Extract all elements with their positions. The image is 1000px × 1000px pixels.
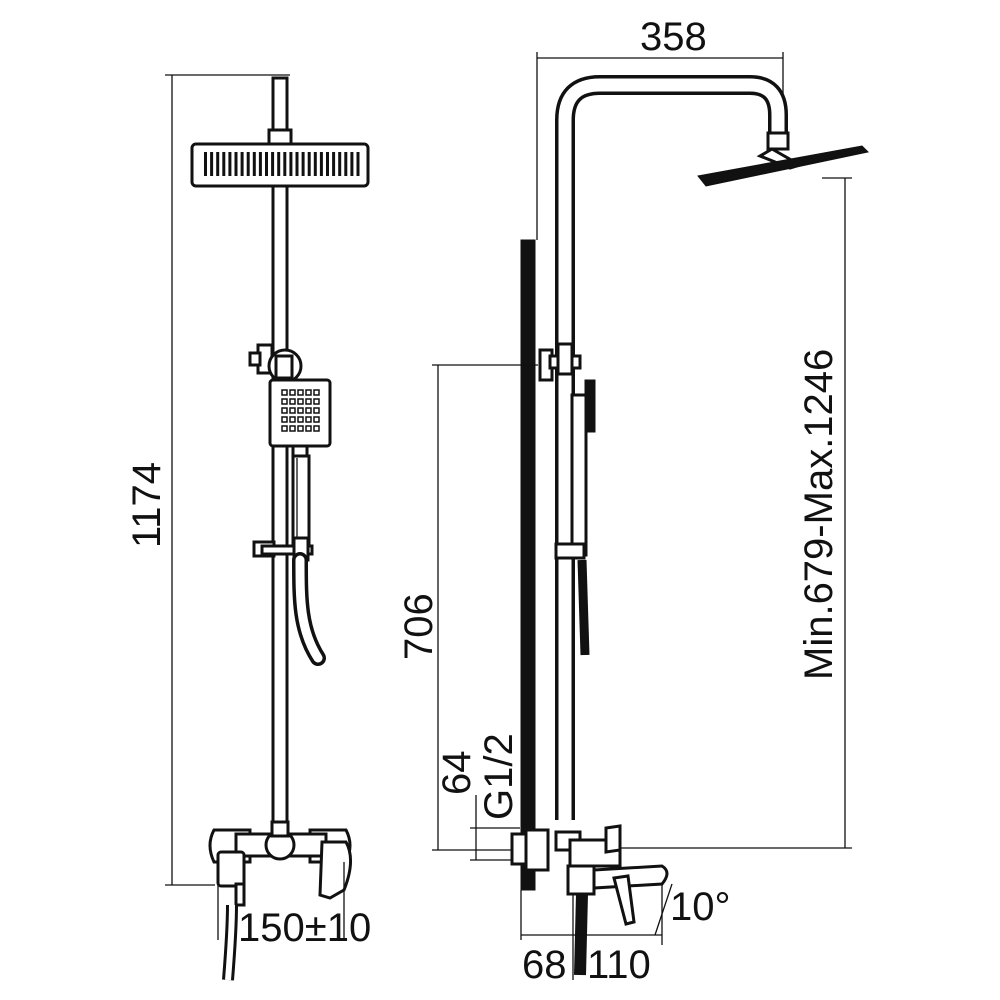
- spout-angle-label: 10°: [670, 885, 731, 929]
- hand-nozzle: [305, 398, 312, 405]
- top-width-label: 358: [640, 15, 707, 59]
- side-mixer-valve: [510, 824, 669, 926]
- side-riser-pipe: [555, 75, 788, 820]
- rain-nozzle-slot: [338, 152, 342, 176]
- rain-nozzle-slot: [307, 152, 311, 176]
- rain-nozzle-slot: [313, 152, 317, 176]
- wall-offset-label: 68: [522, 943, 567, 987]
- rain-nozzle-slot: [283, 152, 287, 176]
- hand-shower: [268, 378, 332, 548]
- adjust-range-dimension-line: [620, 177, 852, 849]
- rain-nozzle-slot: [277, 152, 281, 176]
- inlet-spacing-label: 150±10: [238, 906, 371, 950]
- spout-length-label: 110: [587, 943, 651, 987]
- hand-nozzle: [289, 407, 296, 414]
- rain-nozzle-slot: [326, 152, 329, 176]
- inlet-spacing-dimension-line: [217, 862, 345, 940]
- hand-nozzle: [297, 425, 304, 432]
- rain-nozzle-slot: [252, 152, 256, 176]
- rain-nozzle-slot: [289, 152, 293, 176]
- hand-nozzle: [281, 389, 288, 396]
- hand-nozzle: [289, 425, 296, 432]
- rain-nozzle-slot: [271, 152, 275, 176]
- hand-nozzle: [313, 416, 320, 423]
- side-upper-holder: [538, 342, 582, 382]
- hand-nozzle: [297, 416, 304, 423]
- front-view: 150±10 1174: [125, 74, 371, 981]
- wall-rail: [520, 239, 536, 891]
- adjust-range-label: Min.679-Max.1246: [797, 349, 841, 680]
- rain-nozzle-slot: [356, 152, 360, 176]
- rain-nozzle-slot: [350, 152, 354, 176]
- rain-nozzle-slot: [295, 152, 299, 176]
- hand-nozzle: [289, 398, 296, 405]
- thread-label: G1/2: [477, 733, 521, 820]
- side-rain-head: [697, 131, 870, 187]
- hand-nozzle: [305, 416, 312, 423]
- hand-nozzle: [289, 416, 296, 423]
- rain-nozzle-slot: [344, 152, 348, 176]
- rain-nozzle-slot: [240, 152, 244, 176]
- rain-nozzle-slot: [258, 152, 262, 176]
- side-hand-shower: [554, 379, 596, 656]
- hand-nozzle: [281, 398, 288, 405]
- rain-nozzle-slot: [216, 152, 220, 176]
- rain-nozzle-slot: [204, 152, 207, 176]
- rain-shower-head: [190, 142, 370, 188]
- hand-nozzle: [313, 398, 320, 405]
- inlet-height-label: 64: [435, 751, 479, 796]
- rain-nozzle-slot: [246, 152, 250, 176]
- side-view: 358 706: [397, 15, 870, 987]
- riser-pipe: [271, 184, 289, 828]
- hand-nozzle: [297, 398, 304, 405]
- rain-nozzle-slot: [319, 152, 323, 176]
- rain-nozzle-slot: [222, 152, 226, 176]
- hand-nozzle: [281, 425, 288, 432]
- rain-nozzle-slot: [228, 152, 232, 176]
- rain-nozzle-slot: [234, 152, 238, 176]
- rain-nozzle-slot: [265, 152, 268, 176]
- hand-nozzle: [297, 407, 304, 414]
- rain-nozzle-slot: [210, 152, 214, 176]
- slide-holder: [252, 536, 314, 562]
- hand-nozzle: [281, 407, 288, 414]
- mixer-valve: [208, 820, 352, 907]
- height-dimension-line: [165, 74, 290, 886]
- hand-nozzle: [305, 407, 312, 414]
- hand-nozzle: [313, 407, 320, 414]
- rain-nozzle-slot: [301, 152, 305, 176]
- hand-nozzle: [297, 389, 304, 396]
- bottom-dimension-lines: [520, 890, 662, 980]
- rain-nozzle-slot: [332, 152, 336, 176]
- hand-nozzle: [305, 389, 312, 396]
- bar-height-label: 706: [397, 593, 441, 660]
- hand-nozzle: [281, 416, 288, 423]
- hand-nozzle: [313, 425, 320, 432]
- hand-nozzle: [313, 389, 320, 396]
- hand-nozzle: [289, 389, 296, 396]
- hand-nozzle: [305, 425, 312, 432]
- total-height-label: 1174: [125, 462, 169, 548]
